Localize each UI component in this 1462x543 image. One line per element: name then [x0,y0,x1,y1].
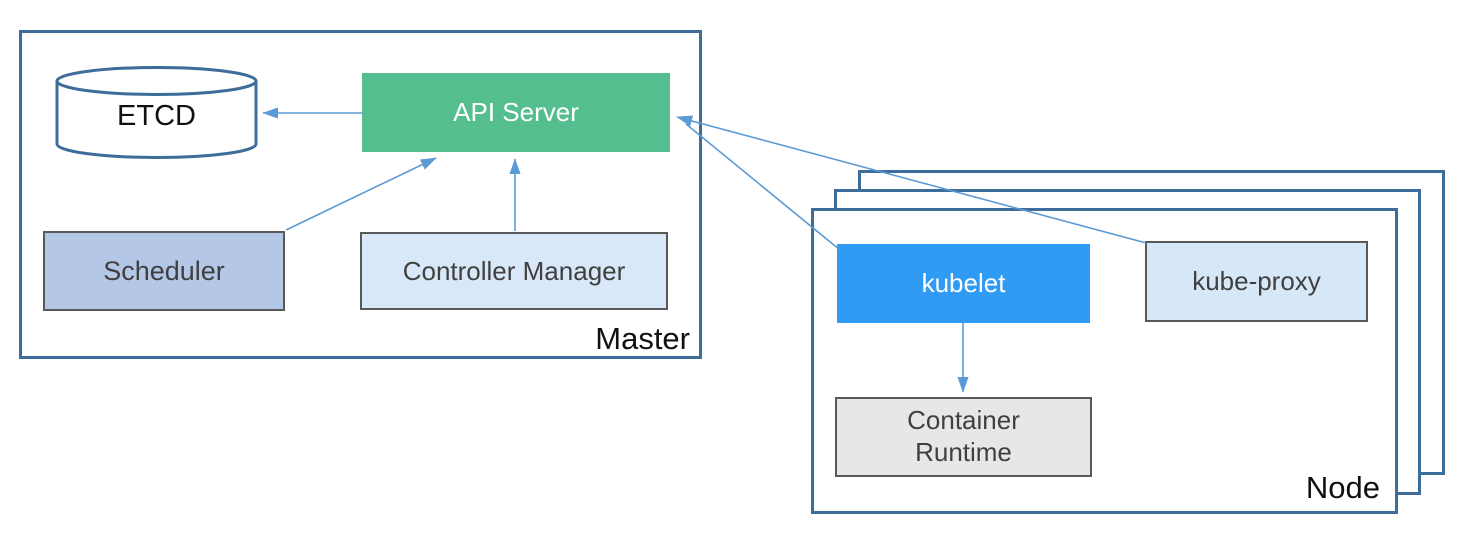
api-server-box: API Server [362,73,670,152]
etcd-label: ETCD [117,99,196,132]
etcd-cylinder-icon [55,66,258,159]
controller-manager-box: Controller Manager [360,232,668,310]
container-runtime-box: Container Runtime [835,397,1092,477]
scheduler-box: Scheduler [43,231,285,311]
kubelet-box: kubelet [837,244,1090,323]
container-runtime-label: Container Runtime [907,405,1020,467]
node-group-label: Node [1305,470,1380,505]
kube-proxy-box: kube-proxy [1145,241,1368,322]
master-group-label: Master [595,321,690,356]
